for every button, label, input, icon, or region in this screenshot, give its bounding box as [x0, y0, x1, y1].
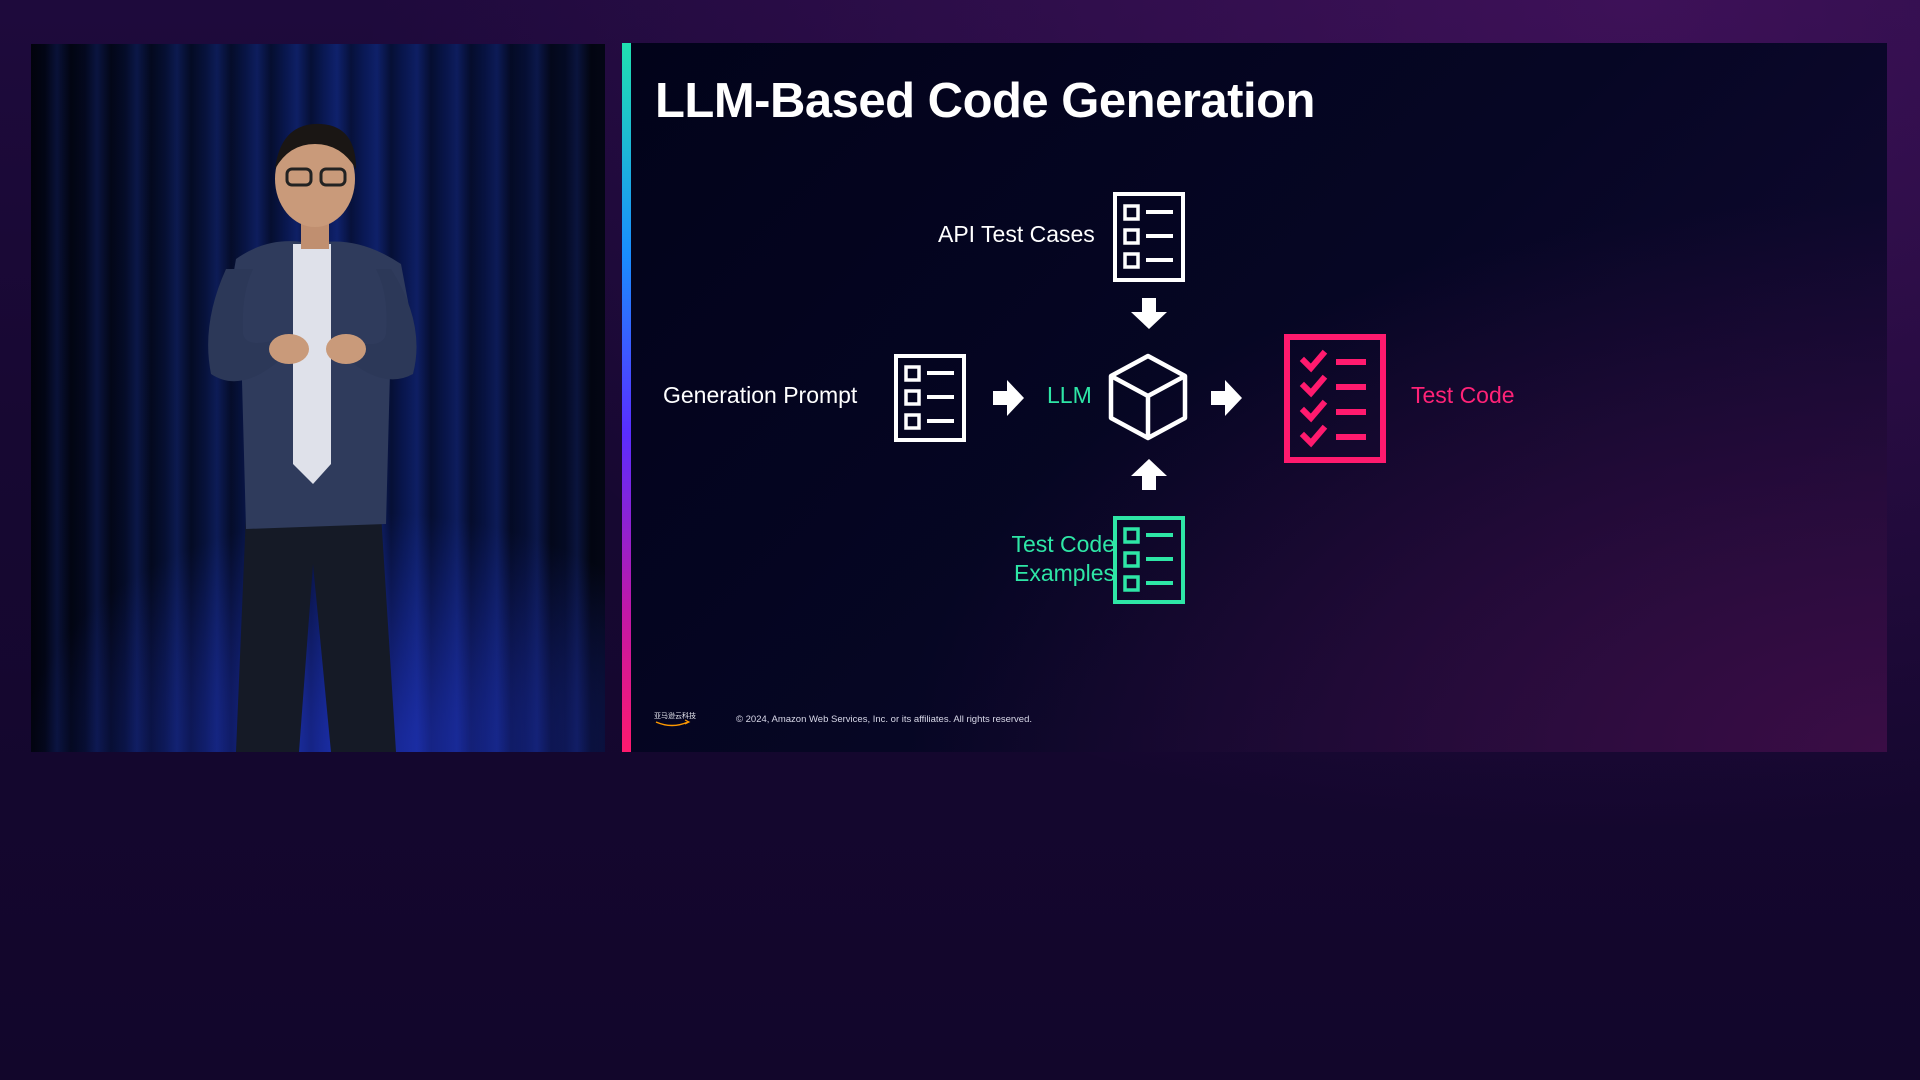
checklist-icon — [894, 354, 966, 442]
arrow-down-icon — [1131, 298, 1167, 329]
company-logo: 亚马逊云科技 — [654, 711, 696, 727]
test-code-examples-label-line2: Examples — [1014, 560, 1115, 586]
api-test-cases-label: API Test Cases — [938, 221, 1095, 247]
arrow-right-icon — [1211, 380, 1242, 416]
checklist-icon — [1113, 516, 1185, 604]
arrow-up-icon — [1131, 459, 1167, 490]
slide-accent-bar — [622, 43, 631, 752]
llm-label: LLM — [1047, 382, 1092, 408]
svg-text:亚马逊云科技: 亚马逊云科技 — [654, 711, 696, 720]
presentation-slide: LLM-Based Code Generation API Test Cases… — [622, 43, 1887, 752]
checklist-icon — [1113, 192, 1185, 282]
test-code-examples-label-line1: Test Code — [1011, 531, 1115, 557]
speaker-video — [31, 44, 605, 752]
speaker-figure — [208, 123, 417, 752]
cube-icon — [1108, 353, 1188, 441]
checked-list-icon — [1284, 334, 1386, 463]
generation-prompt-label: Generation Prompt — [663, 382, 858, 408]
test-code-label: Test Code — [1411, 382, 1515, 408]
copyright-footer: © 2024, Amazon Web Services, Inc. or its… — [736, 714, 1033, 725]
arrow-right-icon — [993, 380, 1024, 416]
slide-title: LLM-Based Code Generation — [655, 74, 1315, 128]
